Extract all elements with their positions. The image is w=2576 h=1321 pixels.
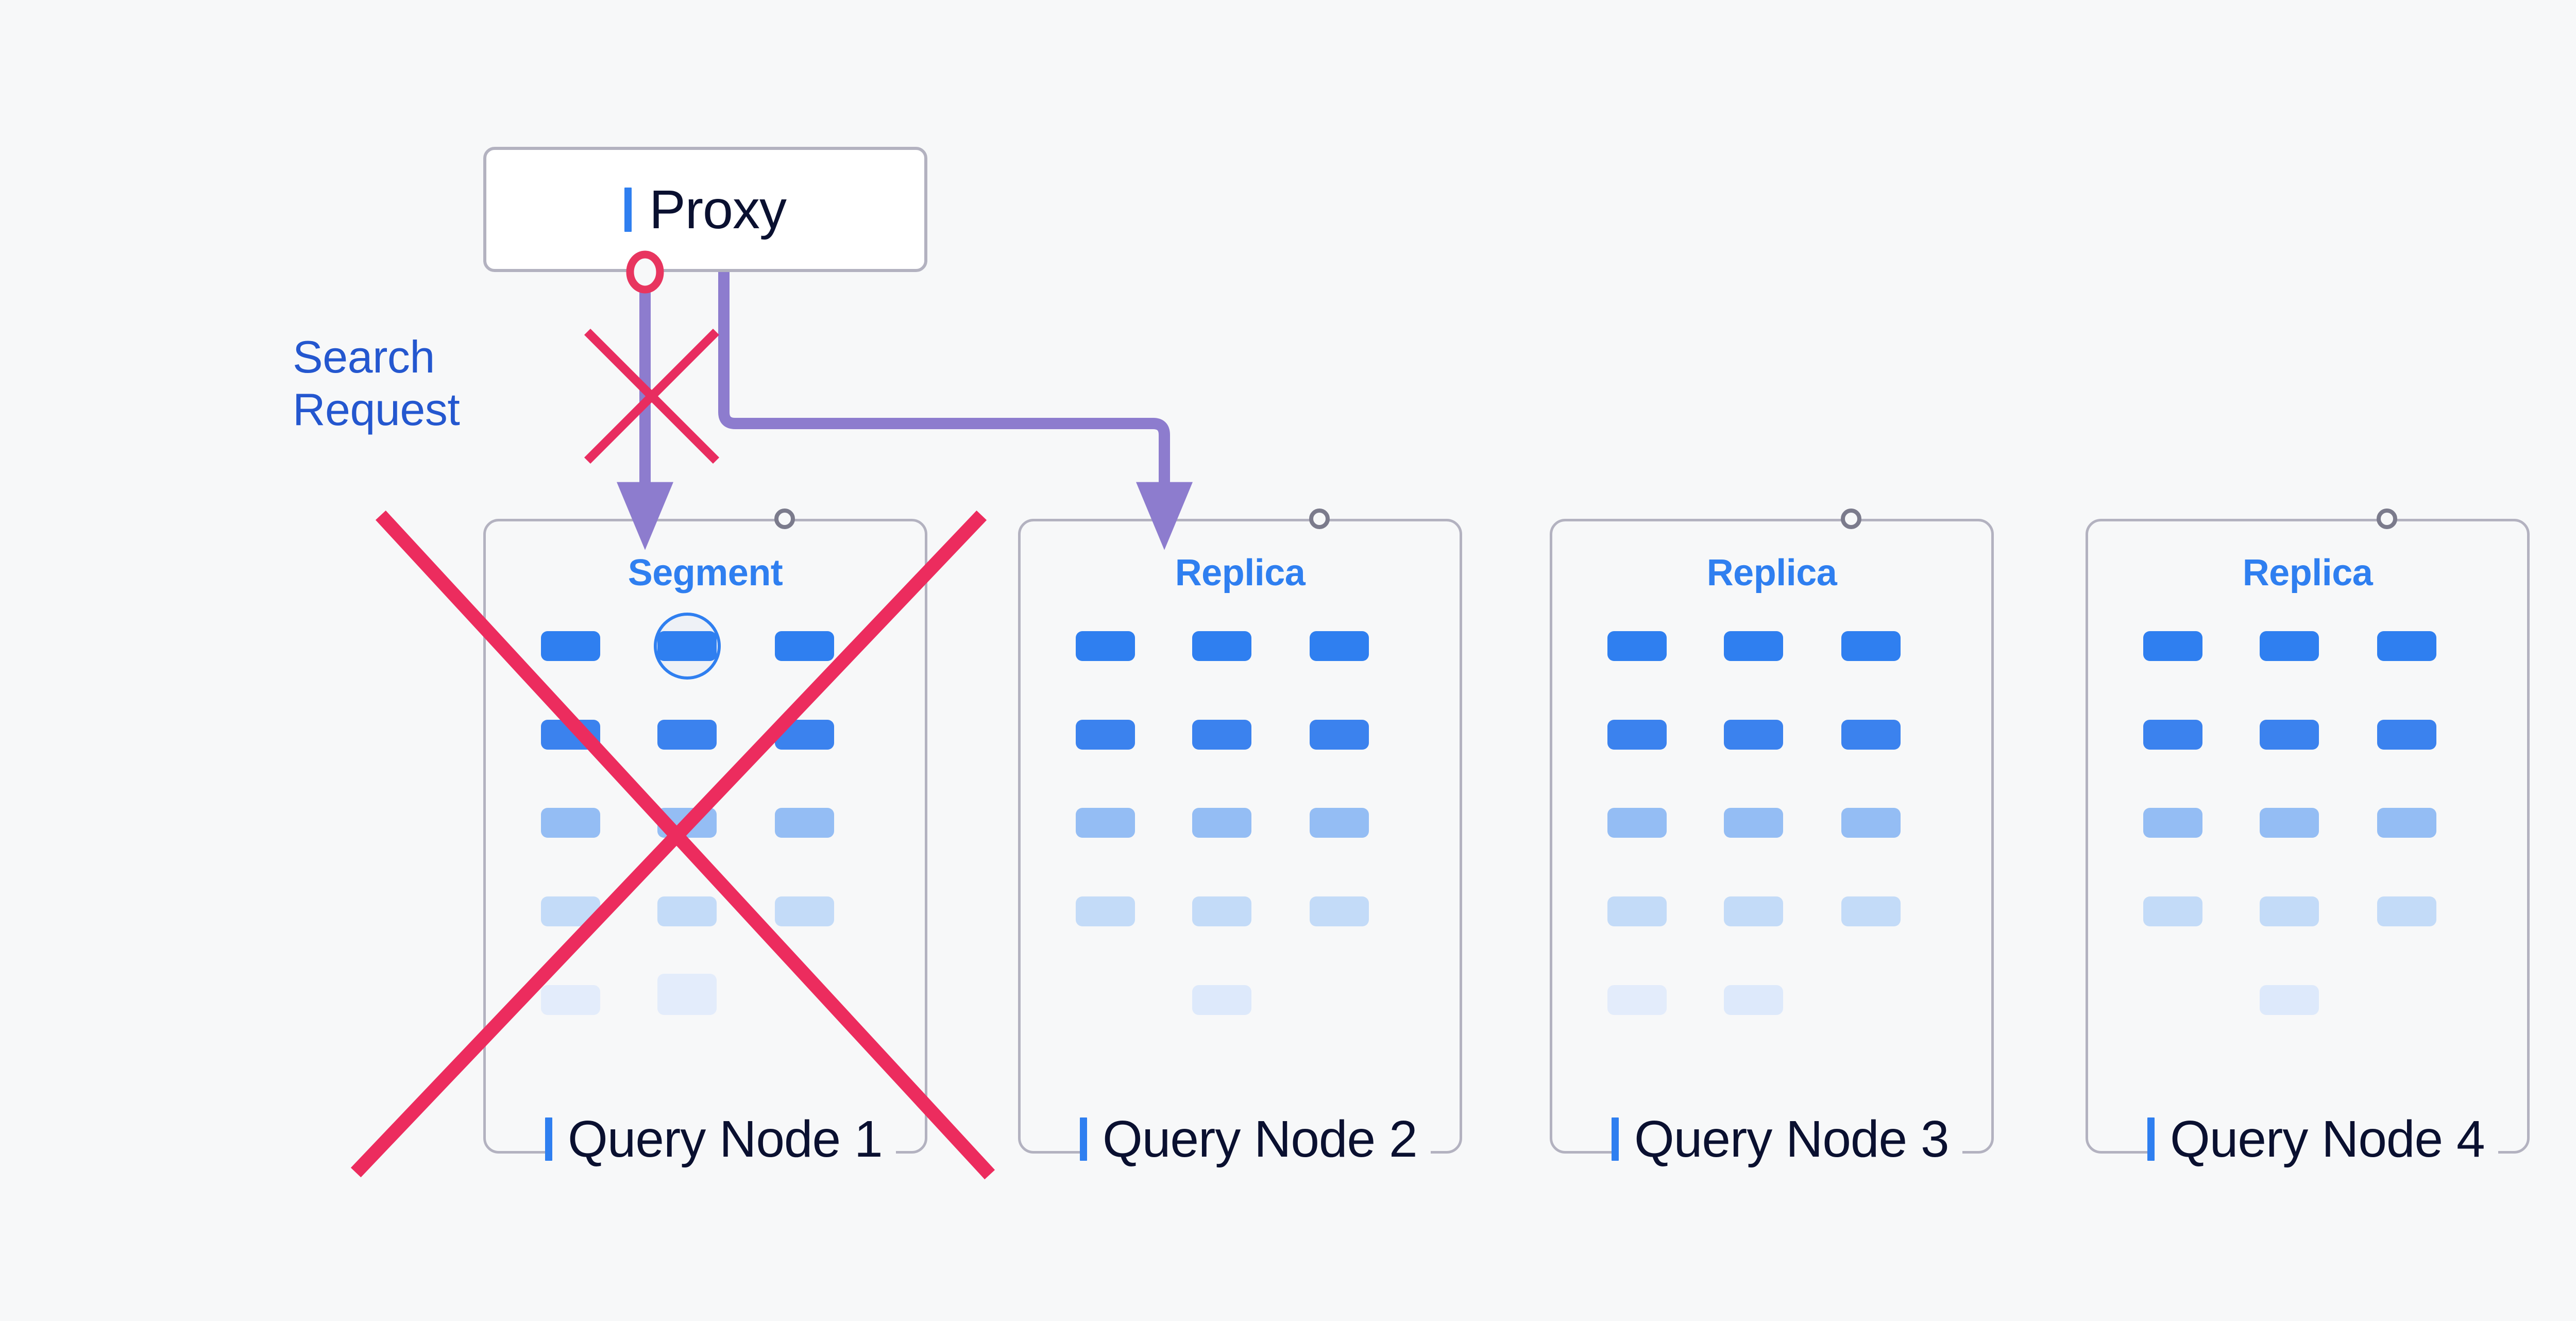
vertical-accent-bar-icon [1080, 1117, 1087, 1161]
query-node-label: Query Node 1 [545, 1111, 896, 1167]
vertical-accent-bar-icon [2147, 1117, 2155, 1161]
segment-tile[interactable] [1724, 720, 1783, 750]
segment-tile[interactable] [541, 631, 600, 661]
segment-tile[interactable] [2260, 808, 2319, 838]
segment-tile[interactable] [657, 808, 717, 838]
search-request-line-2: Request [293, 384, 460, 435]
node-connector-dot-icon [1841, 509, 1861, 529]
query-node-label-text: Query Node 3 [1634, 1110, 1950, 1168]
node-kind-label: Replica [1175, 552, 1306, 594]
segment-tile[interactable] [2143, 896, 2202, 926]
search-request-line-1: Search [293, 331, 435, 382]
vertical-accent-bar-icon [624, 187, 632, 232]
segment-tile[interactable] [1310, 720, 1369, 750]
segment-tile[interactable] [2260, 985, 2319, 1015]
segment-tile[interactable] [1724, 896, 1783, 926]
segment-tile[interactable] [2143, 631, 2202, 661]
segment-tile[interactable] [1607, 631, 1667, 661]
segment-tile[interactable] [1607, 985, 1667, 1015]
segment-tile[interactable] [2377, 896, 2436, 926]
query-node-label-text: Query Node 4 [2170, 1110, 2485, 1168]
segment-tile[interactable] [1841, 631, 1901, 661]
page-title: Proxy [649, 179, 787, 240]
query-node-label: Query Node 4 [2147, 1111, 2498, 1167]
segment-tile[interactable] [2143, 808, 2202, 838]
node-kind-label: Replica [1706, 552, 1837, 594]
segment-tile[interactable] [1192, 896, 1251, 926]
connector-proxy-to-node-2 [718, 272, 1193, 550]
segment-tile[interactable] [1076, 720, 1135, 750]
query-node-label: Query Node 2 [1080, 1111, 1431, 1167]
segment-tile[interactable] [1192, 720, 1251, 750]
segment-tile[interactable] [1607, 808, 1667, 838]
segment-tile[interactable] [1607, 720, 1667, 750]
proxy-label-row: Proxy [624, 179, 787, 240]
segment-tile[interactable] [1192, 631, 1251, 661]
segment-tile[interactable] [657, 720, 717, 750]
segment-tile[interactable] [541, 720, 600, 750]
segment-tile[interactable] [1841, 720, 1901, 750]
segment-tile[interactable] [541, 808, 600, 838]
node-kind-label: Segment [628, 552, 783, 594]
segment-tile[interactable] [1076, 631, 1135, 661]
query-node-label: Query Node 3 [1612, 1111, 1962, 1167]
segment-tile[interactable] [775, 808, 834, 838]
red-cross-icon [584, 328, 720, 464]
segment-tile[interactable] [1724, 808, 1783, 838]
vertical-accent-bar-icon [545, 1117, 552, 1161]
segment-tile[interactable] [775, 896, 834, 926]
segment-tile[interactable] [541, 985, 600, 1015]
segment-tile[interactable] [1310, 896, 1369, 926]
segment-tile[interactable] [1841, 808, 1901, 838]
segment-tile[interactable] [1192, 808, 1251, 838]
segment-tile[interactable] [775, 720, 834, 750]
search-request-annotation: Search Request [293, 331, 535, 436]
segment-tile[interactable] [1310, 808, 1369, 838]
node-connector-dot-icon [1309, 509, 1330, 529]
query-node-label-text: Query Node 1 [568, 1110, 883, 1168]
segment-tile[interactable] [1076, 808, 1135, 838]
node-connector-dot-icon [2377, 509, 2397, 529]
segment-tile[interactable] [657, 896, 717, 926]
vertical-accent-bar-icon [1612, 1117, 1619, 1161]
query-node-label-text: Query Node 2 [1103, 1110, 1418, 1168]
segment-tile[interactable] [1841, 896, 1901, 926]
segment-tile[interactable] [1724, 631, 1783, 661]
proxy-box[interactable]: Proxy [483, 147, 927, 272]
segment-tile[interactable] [541, 896, 600, 926]
segment-tile[interactable] [2260, 896, 2319, 926]
segment-tile[interactable] [2377, 808, 2436, 838]
segment-tile[interactable] [2143, 720, 2202, 750]
segment-tile[interactable] [1724, 985, 1783, 1015]
node-kind-label: Replica [2242, 552, 2373, 594]
segment-tile[interactable] [1310, 631, 1369, 661]
segment-tile[interactable] [1192, 985, 1251, 1015]
segment-tile[interactable] [1076, 896, 1135, 926]
segment-tile[interactable] [2260, 631, 2319, 661]
node-connector-dot-icon [774, 509, 795, 529]
segment-tile[interactable] [2377, 720, 2436, 750]
segment-tile[interactable] [657, 985, 717, 1015]
segment-tile[interactable] [2260, 720, 2319, 750]
segment-tile[interactable] [1607, 896, 1667, 926]
segment-tile[interactable] [775, 631, 834, 661]
segment-tile[interactable] [657, 631, 717, 661]
segment-tile[interactable] [2377, 631, 2436, 661]
